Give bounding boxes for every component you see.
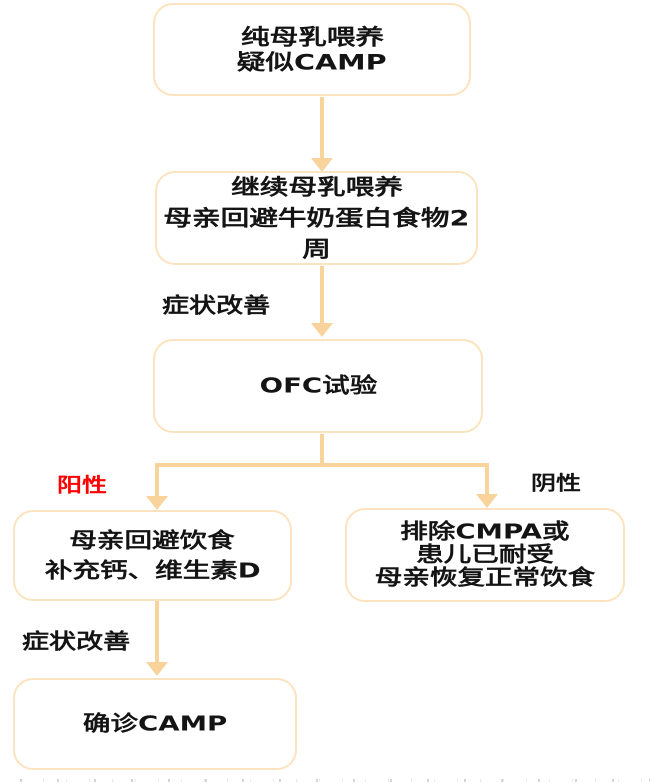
branch-horizontal-line [157,463,489,467]
node-continue-breastfeeding: 继续母乳喂养 母亲回避牛奶蛋白食物2 周 [155,171,478,265]
node-text-line: 补充钙、维生素D [44,558,261,583]
node-text-line: 周 [302,236,331,262]
arrow-n4-n6-line [155,601,159,662]
node-text-line: 母亲回避饮食 [69,528,236,553]
node-text-line: 母亲回避牛奶蛋白食物2 [163,205,470,231]
node-ofc-test: OFC试验 [153,339,483,433]
node-text-line: 母亲恢复正常饮食 [374,565,596,590]
arrow-n1-n2-line [320,97,324,158]
node-text-line: 确诊CAMP [82,712,228,736]
edge-label-negative: 阴性 [531,471,581,495]
arrow-n2-n3-line [320,266,324,323]
node-text-line: 排除CMPA或 [400,519,570,544]
arrow-n3-n5-arrowhead-icon [476,494,498,508]
node-confirmed-camp: 确诊CAMP [13,678,297,770]
node-text-line: 患儿已耐受 [416,542,554,567]
arrow-n4-n6-arrowhead-icon [146,662,168,676]
node-maternal-elimination-diet: 母亲回避饮食 补充钙、维生素D [13,510,292,601]
edge-label-symptom-improvement-1: 症状改善 [162,294,271,318]
arrow-n2-n3-arrowhead-icon [311,323,333,337]
node-text-line: 纯母乳喂养 [240,24,384,50]
node-exclude-cmpa: 排除CMPA或 患儿已耐受 母亲恢复正常饮食 [345,508,625,602]
node-text-line: 疑似CAMP [237,49,387,75]
arrow-n1-n2-arrowhead-icon [311,158,333,172]
edge-label-positive: 阳性 [57,473,107,497]
node-text-line: 继续母乳喂养 [230,174,403,200]
node-suspected-camp: 纯母乳喂养 疑似CAMP [153,3,471,96]
edge-label-symptom-improvement-2: 症状改善 [22,630,131,654]
arrow-n3-n4-arrowhead-icon [146,496,168,510]
arrow-n3-n5-line [485,463,489,494]
node-text-line: OFC试验 [259,374,377,398]
branch-stem-line [320,434,324,465]
arrow-n3-n4-line [155,463,159,496]
cropped-caption-artifact [20,779,650,782]
